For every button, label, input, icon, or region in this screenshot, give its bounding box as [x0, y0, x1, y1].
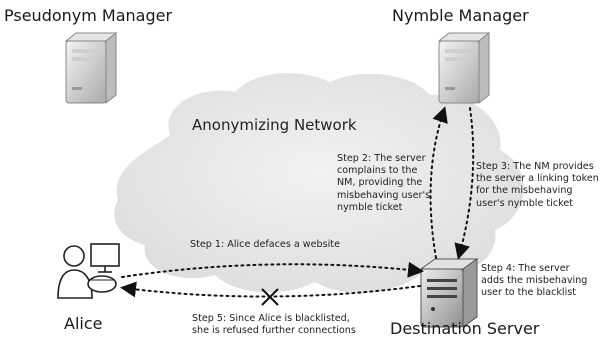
alice-user-icon — [57, 243, 120, 299]
step5-line: Step 5: Since Alice is blacklisted, — [192, 313, 350, 324]
step2-line: complains to the — [337, 165, 418, 177]
destination-server-label: Destination Server — [390, 319, 540, 338]
nymble-manager-server-icon — [437, 31, 491, 105]
step1-label: Step 1: Alice defaces a website — [190, 239, 340, 250]
destination-server-icon — [419, 258, 479, 328]
step4-line: Step 4: The server — [481, 263, 570, 274]
step2-arrow — [429, 106, 448, 259]
nymble-manager-label: Nymble Manager — [392, 6, 529, 25]
step4-line: user to the blacklist — [481, 287, 577, 299]
step4-line: adds the misbehaving — [481, 275, 588, 287]
step2-line: Step 2: The server — [337, 153, 426, 164]
step5-label: Step 5: Since Alice is blacklisted, she … — [192, 313, 356, 337]
step3-line: user's nymble ticket — [476, 197, 574, 209]
pseudonym-manager-label: Pseudonym Manager — [4, 6, 173, 25]
alice-label: Alice — [64, 314, 103, 333]
step1-arrow — [121, 261, 424, 278]
step2-line: misbehaving user's — [337, 189, 431, 201]
step2-line: NM, providing the — [337, 177, 423, 189]
step3-label: Step 3: The NM provides the server a lin… — [476, 161, 599, 210]
pseudonym-manager-server-icon — [64, 31, 118, 105]
step3-line: the server a linking token — [476, 173, 599, 185]
anonymizing-network-cloud — [114, 73, 524, 293]
step5-line: she is refused further connections — [192, 325, 356, 337]
step3-line: Step 3: The NM provides — [476, 161, 594, 172]
step2-label: Step 2: The server complains to the NM, … — [337, 153, 430, 214]
step3-arrow — [454, 107, 475, 260]
anonymizing-network-label: Anonymizing Network — [192, 116, 357, 134]
step3-line: for the misbehaving — [476, 185, 573, 197]
step2-line: nymble ticket — [337, 201, 403, 213]
blocked-x-mark-icon — [261, 288, 279, 306]
step4-label: Step 4: The server adds the misbehaving … — [481, 263, 587, 300]
